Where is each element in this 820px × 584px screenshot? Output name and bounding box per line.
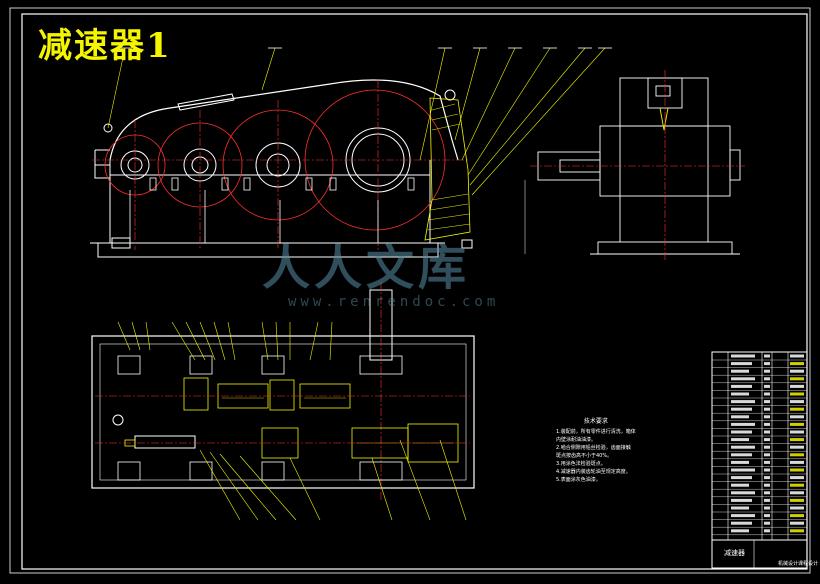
parts-list-entry-mark	[790, 392, 804, 396]
parts-list-entry-mark	[731, 415, 749, 419]
parts-list-entry-mark	[790, 377, 804, 381]
parts-list-entry-mark	[731, 369, 749, 373]
parts-list-entry-mark	[790, 491, 804, 495]
tech-line: 5.表面涂灰色油漆。	[556, 477, 601, 483]
parts-list-entry-mark	[731, 483, 749, 487]
watermark: 人人文库 www.renrendoc.com	[262, 228, 499, 310]
parts-list-entry-mark	[790, 468, 804, 472]
tech-line: 2.啮合侧隙用铅丝检验，齿面接触	[556, 445, 631, 451]
parts-list-entry-mark	[764, 400, 770, 404]
parts-list-entry-mark	[764, 445, 770, 449]
parts-list-entry-mark	[731, 422, 755, 426]
drawing-title: 减速器1	[38, 26, 172, 66]
parts-list-entry-mark	[731, 491, 755, 495]
parts-list-entry-mark	[731, 460, 749, 464]
parts-list-entry-mark	[731, 468, 755, 472]
title-block-name: 减速器	[724, 549, 745, 557]
parts-list-entry-mark	[790, 362, 804, 366]
parts-list-entry-mark	[790, 498, 804, 502]
parts-list-entry-mark	[731, 476, 752, 480]
parts-list-entry-mark	[731, 377, 755, 381]
parts-list-entry-mark	[764, 407, 770, 411]
parts-list-entry-mark	[764, 415, 770, 419]
parts-list-entry-mark	[731, 392, 749, 396]
top-view	[91, 282, 475, 500]
parts-list-entry-mark	[764, 491, 770, 495]
parts-list-rows	[712, 359, 807, 535]
top-view-leaders	[117, 321, 467, 521]
parts-list-entry-mark	[790, 521, 804, 525]
tech-line: 内壁涂耐油油漆。	[556, 437, 597, 443]
parts-list-entry-mark	[731, 514, 755, 518]
parts-list-entry-mark	[731, 453, 752, 457]
parts-list-entry-mark	[790, 460, 804, 464]
front-view-leaders	[107, 47, 612, 196]
parts-list-entry-mark	[764, 362, 770, 366]
parts-list-entry-mark	[731, 529, 749, 533]
parts-list-entry-mark	[790, 430, 804, 434]
parts-list-entry-mark	[790, 369, 804, 373]
title-block-school: 机械设计课程设计	[778, 561, 819, 567]
parts-list-entry-mark	[764, 506, 770, 510]
side-view	[524, 70, 745, 260]
parts-list-entry-mark	[790, 514, 804, 518]
parts-list-entry-mark	[790, 415, 804, 419]
front-view	[90, 79, 473, 258]
tech-line: 斑点按齿高不小于40%。	[556, 453, 613, 459]
parts-list-entry-mark	[790, 483, 804, 487]
parts-list-entry-mark	[764, 498, 770, 502]
parts-list-entry-mark	[764, 384, 770, 388]
parts-list-entry-mark	[764, 438, 770, 442]
parts-list-entry-mark	[764, 468, 770, 472]
parts-list-entry-mark	[731, 521, 752, 525]
parts-list-entry-mark	[764, 422, 770, 426]
parts-list-entry-mark	[764, 377, 770, 381]
parts-list-entry-mark	[764, 529, 770, 533]
parts-list-entry-mark	[731, 362, 752, 366]
watermark-url: www.renrendoc.com	[288, 294, 500, 310]
parts-list-entry-mark	[764, 430, 770, 434]
inner-frame	[21, 13, 808, 570]
parts-list-entry-mark	[790, 453, 804, 457]
parts-list-entries	[731, 354, 804, 533]
parts-list-entry-mark	[790, 445, 804, 449]
parts-list-entry-mark	[764, 453, 770, 457]
parts-list-entry-mark	[764, 521, 770, 525]
parts-list-entry-mark	[790, 354, 804, 358]
technical-requirements: 技术要求 1.装配前，所有零件进行清洗，箱体 内壁涂耐油油漆。 2.啮合侧隙用铅…	[556, 418, 636, 484]
parts-list-entry-mark	[731, 430, 752, 434]
parts-list-entry-mark	[731, 498, 752, 502]
watermark-logo: 人人文库	[262, 240, 471, 296]
parts-list-entry-mark	[731, 445, 755, 449]
parts-list-entry-mark	[731, 400, 755, 404]
parts-list-entry-mark	[764, 514, 770, 518]
parts-list-entry-mark	[790, 529, 804, 533]
parts-list-entry-mark	[764, 460, 770, 464]
parts-list-entry-mark	[790, 506, 804, 510]
tech-line: 1.装配前，所有零件进行清洗，箱体	[556, 429, 636, 435]
parts-list	[711, 351, 808, 569]
tech-requirements-heading: 技术要求	[583, 418, 608, 425]
parts-list-entry-mark	[790, 476, 804, 480]
outer-frame	[9, 7, 811, 574]
parts-list-entry-mark	[731, 438, 749, 442]
parts-list-entry-mark	[731, 384, 752, 388]
parts-list-entry-mark	[764, 483, 770, 487]
tech-line: 4.减速器内装齿轮油至规定高度。	[556, 469, 631, 475]
parts-list-entry-mark	[790, 422, 804, 426]
tech-line: 3.用涂色法检验斑点。	[556, 461, 606, 467]
parts-list-entry-mark	[731, 506, 749, 510]
parts-list-entry-mark	[790, 384, 804, 388]
parts-list-entry-mark	[764, 369, 770, 373]
parts-list-entry-mark	[790, 407, 804, 411]
parts-list-entry-mark	[764, 392, 770, 396]
parts-list-entry-mark	[731, 407, 752, 411]
parts-list-entry-mark	[731, 354, 755, 358]
parts-list-entry-mark	[790, 438, 804, 442]
parts-list-entry-mark	[764, 354, 770, 358]
parts-list-entry-mark	[790, 400, 804, 404]
parts-list-entry-mark	[764, 476, 770, 480]
